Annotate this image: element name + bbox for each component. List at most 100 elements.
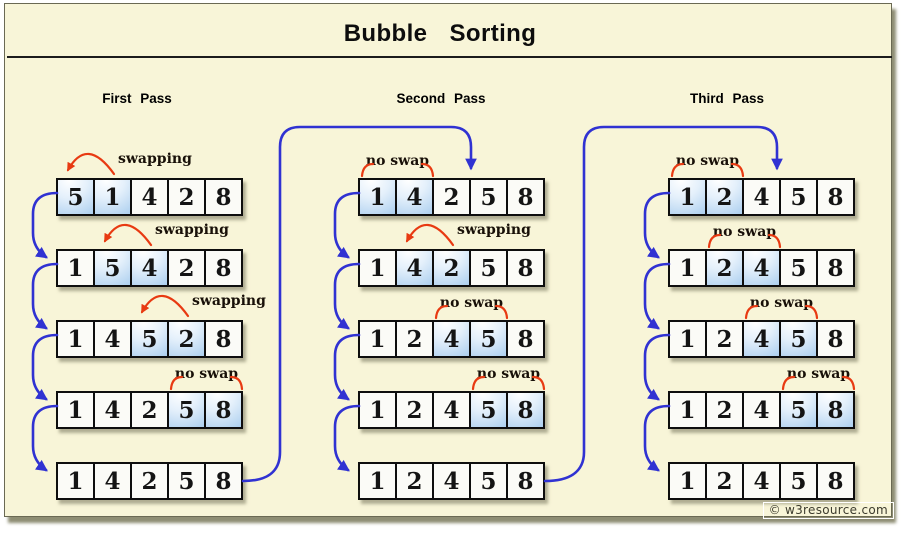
array-cell: 5 (469, 462, 508, 500)
array-cell: 4 (93, 462, 132, 500)
array-cell: 8 (816, 391, 855, 429)
noswap-label: no swap (439, 295, 504, 311)
array-cell: 4 (742, 391, 781, 429)
array-cell: 1 (93, 178, 132, 216)
swap-label: swapping (155, 222, 229, 238)
array-cell: 4 (130, 249, 169, 287)
array-cell: 5 (779, 249, 818, 287)
array-cell: 5 (167, 462, 206, 500)
array-cell: 5 (469, 320, 508, 358)
swap-label: swapping (118, 151, 192, 167)
swap-label: swapping (457, 222, 531, 238)
array-cell: 1 (56, 320, 95, 358)
array-cell: 8 (204, 249, 243, 287)
diagram-title: Bubble Sorting (343, 20, 537, 47)
array-cell: 2 (395, 462, 434, 500)
array-cell: 5 (779, 462, 818, 500)
array-cell: 1 (358, 320, 397, 358)
pass-header: Second Pass (396, 91, 486, 106)
array-cell: 8 (816, 462, 855, 500)
noswap-label: no swap (174, 366, 239, 382)
array-cell: 1 (358, 178, 397, 216)
array-cell: 1 (56, 249, 95, 287)
array-cell: 1 (668, 249, 707, 287)
watermark: © w3resource.com (762, 502, 894, 519)
array-cell: 8 (506, 462, 545, 500)
title-divider (7, 56, 892, 58)
array-cell: 4 (395, 249, 434, 287)
array-cell: 1 (668, 320, 707, 358)
array-cell: 5 (93, 249, 132, 287)
array-cell: 2 (705, 320, 744, 358)
array-cell: 5 (779, 178, 818, 216)
array-cell: 4 (432, 391, 471, 429)
array-cell: 1 (668, 178, 707, 216)
array-cell: 2 (130, 391, 169, 429)
array-cell: 1 (668, 462, 707, 500)
array-cell: 1 (56, 462, 95, 500)
array-cell: 4 (395, 178, 434, 216)
array-cell: 5 (469, 178, 508, 216)
array-cell: 4 (93, 391, 132, 429)
array-cell: 4 (93, 320, 132, 358)
array-cell: 4 (742, 462, 781, 500)
array-cell: 8 (816, 178, 855, 216)
array-cell: 4 (130, 178, 169, 216)
noswap-label: no swap (476, 366, 541, 382)
array-cell: 2 (705, 178, 744, 216)
noswap-label: no swap (365, 153, 430, 169)
array-cell: 5 (469, 249, 508, 287)
array-cell: 4 (742, 320, 781, 358)
array-cell: 2 (432, 249, 471, 287)
array-cell: 2 (395, 391, 434, 429)
array-cell: 2 (705, 249, 744, 287)
array-cell: 2 (705, 391, 744, 429)
array-cell: 2 (167, 178, 206, 216)
array-cell: 2 (432, 178, 471, 216)
array-cell: 8 (204, 391, 243, 429)
array-cell: 8 (204, 178, 243, 216)
array-cell: 5 (469, 391, 508, 429)
array-cell: 8 (816, 320, 855, 358)
array-cell: 8 (204, 320, 243, 358)
array-cell: 5 (56, 178, 95, 216)
array-cell: 2 (130, 462, 169, 500)
array-cell: 1 (358, 462, 397, 500)
noswap-label: no swap (712, 224, 777, 240)
array-cell: 1 (358, 391, 397, 429)
array-cell: 2 (167, 320, 206, 358)
noswap-label: no swap (786, 366, 851, 382)
array-cell: 4 (432, 320, 471, 358)
array-cell: 2 (705, 462, 744, 500)
array-cell: 5 (130, 320, 169, 358)
array-cell: 8 (506, 391, 545, 429)
array-cell: 1 (668, 391, 707, 429)
noswap-label: no swap (749, 295, 814, 311)
noswap-label: no swap (675, 153, 740, 169)
pass-header: First Pass (102, 91, 172, 106)
array-cell: 8 (816, 249, 855, 287)
swap-label: swapping (192, 293, 266, 309)
array-cell: 1 (358, 249, 397, 287)
array-cell: 2 (395, 320, 434, 358)
array-cell: 4 (742, 178, 781, 216)
array-cell: 5 (779, 391, 818, 429)
array-cell: 5 (167, 391, 206, 429)
pass-header: Third Pass (689, 91, 765, 106)
